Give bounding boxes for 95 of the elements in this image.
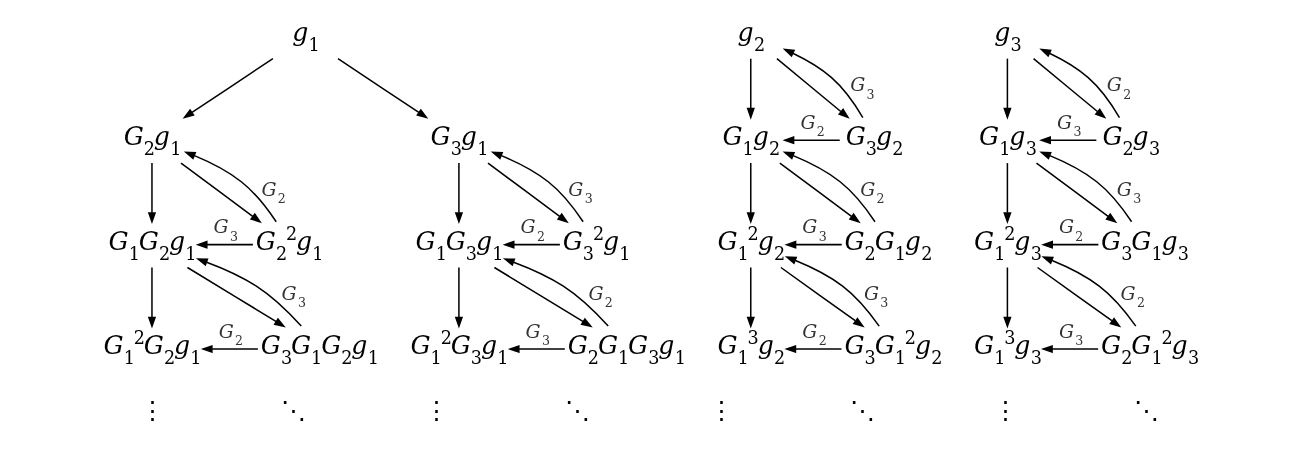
node-text: G$_{1}$g$_{3}$: [979, 122, 1037, 160]
arrow: [186, 266, 286, 328]
arrow: [502, 258, 609, 327]
arrow: [195, 258, 302, 327]
node-text: G$_{3}$$^{2}$g$_{1}$: [562, 223, 631, 264]
node-text: G$_{1}$G$_{2}$g$_{1}$: [108, 226, 197, 264]
arrow: [454, 266, 464, 329]
arrow: [782, 48, 864, 119]
node-text: G$_{2}$G$_{1}$$^{2}$g$_{3}$: [1101, 328, 1200, 369]
arrow: [454, 162, 464, 225]
arrow: [746, 57, 755, 120]
arrow: [1041, 240, 1100, 249]
label: ⋮: [708, 396, 734, 426]
edge-label: G$_{2}$: [1106, 73, 1132, 102]
arrow: [780, 266, 865, 328]
arrow: [784, 240, 843, 249]
node-text: G$_{1}$$^{3}$g$_{2}$: [717, 328, 786, 369]
arrow: [1003, 162, 1012, 225]
node-text: G$_{1}$G$_{3}$g$_{1}$: [415, 226, 504, 264]
arrow: [746, 266, 755, 329]
edge-label: G$_{3}$: [1116, 177, 1142, 207]
node-text: G$_{3}$G$_{1}$$^{2}$g$_{2}$: [844, 328, 943, 369]
arrow: [1039, 136, 1098, 145]
arrow: [200, 344, 259, 354]
edge-label: G$_{3}$: [850, 73, 875, 102]
edge-label: G$_{2}$: [588, 281, 613, 311]
arrow: [746, 162, 755, 225]
label: ⋮: [140, 396, 166, 426]
arrow: [784, 344, 843, 354]
arrow: [1041, 256, 1137, 327]
arrow: [784, 256, 880, 327]
edge-label: G$_{3}$: [1058, 319, 1084, 349]
label: ⋱: [280, 396, 306, 426]
arrow: [337, 57, 429, 119]
node-text: G$_{3}$g$_{2}$: [845, 122, 904, 160]
node-text: G$_{2}$$^{2}$g$_{1}$: [255, 223, 324, 264]
arrow: [502, 240, 561, 249]
node-text: G$_{3}$G$_{1}$G$_{2}$g$_{1}$: [260, 331, 379, 369]
arrow: [182, 57, 274, 119]
arrow: [1003, 266, 1012, 329]
edge-label: G$_{2}$: [218, 319, 243, 349]
arrow: [147, 162, 157, 225]
arrow: [1039, 151, 1133, 223]
edge-label: G$_{2}$: [800, 110, 825, 140]
arrow: [779, 162, 861, 224]
label: ⋱: [1133, 396, 1159, 426]
arrow: [1040, 344, 1099, 354]
node-text: g$_{2}$: [737, 17, 766, 55]
edge-label: G$_{2}$: [520, 215, 545, 244]
arrow: [493, 266, 593, 328]
arrow: [180, 162, 262, 224]
label: ⋱: [565, 396, 591, 426]
label: ⋮: [992, 396, 1018, 426]
edge-label: G$_{2}$: [860, 177, 885, 207]
arrow: [195, 240, 254, 249]
arrow: [782, 136, 841, 145]
node-text: G$_{1}$$^{3}$g$_{3}$: [974, 328, 1042, 369]
node-text: G$_{1}$$^{2}$g$_{2}$: [717, 223, 786, 264]
edge-label: G$_{3}$: [1057, 110, 1082, 140]
arrow: [1032, 57, 1107, 119]
arrow: [1036, 266, 1122, 328]
edge-label: G$_{3}$: [213, 215, 238, 244]
arrow: [1039, 48, 1121, 119]
edge-label: G$_{2}$: [802, 319, 827, 349]
node-text: g$_{1}$: [292, 17, 320, 55]
arrow: [507, 344, 566, 354]
label: ⋱: [849, 396, 875, 426]
node-text: G$_{2}$g$_{3}$: [1102, 122, 1161, 160]
edge-label: G$_{2}$: [1058, 215, 1084, 244]
node-text: G$_{3}$g$_{1}$: [430, 122, 489, 160]
edge-label: G$_{3}$: [525, 319, 550, 349]
node-text: G$_{3}$G$_{1}$g$_{3}$: [1101, 226, 1190, 264]
node-text: G$_{1}$g$_{2}$: [722, 122, 781, 160]
node-text: G$_{1}$$^{2}$G$_{3}$g$_{1}$: [410, 328, 509, 369]
node-text: G$_{1}$$^{2}$g$_{3}$: [974, 223, 1042, 264]
arrow: [487, 162, 569, 224]
arrow: [1003, 57, 1012, 120]
arrow: [490, 151, 584, 223]
arrow: [782, 151, 876, 223]
arrow: [1035, 162, 1118, 224]
edge-label: G$_{2}$: [261, 177, 286, 207]
edge-label: G$_{3}$: [802, 215, 827, 244]
edge-label: G$_{2}$: [1120, 281, 1145, 311]
node-text: g$_{3}$: [994, 17, 1022, 55]
arrow: [183, 151, 277, 223]
arrow: [776, 57, 850, 119]
node-text: G$_{2}$g$_{1}$: [123, 122, 182, 160]
node-text: G$_{2}$G$_{1}$G$_{3}$g$_{1}$: [567, 331, 686, 369]
edge-label: G$_{3}$: [863, 281, 889, 311]
edge-label: G$_{3}$: [568, 177, 593, 207]
label: ⋮: [424, 396, 450, 426]
edge-label: G$_{3}$: [281, 281, 306, 311]
node-text: G$_{2}$G$_{1}$g$_{2}$: [844, 226, 933, 264]
arrow: [147, 266, 157, 329]
node-text: G$_{1}$$^{2}$G$_{2}$g$_{1}$: [103, 328, 202, 369]
